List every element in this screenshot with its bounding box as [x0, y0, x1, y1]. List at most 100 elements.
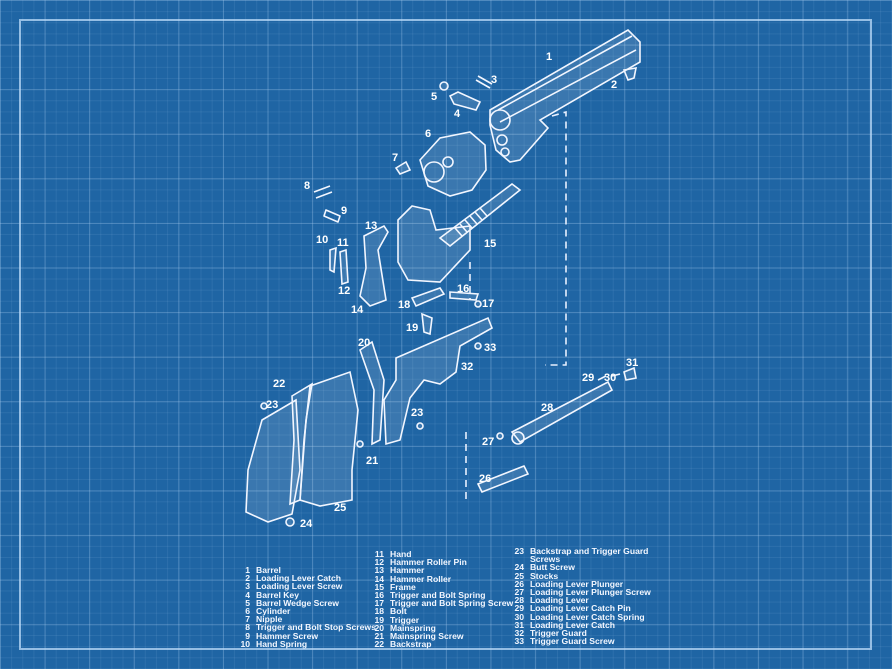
legend-item-number: 13 — [374, 565, 384, 576]
legend-item-label: Trigger Guard — [530, 628, 587, 639]
callout: 27 — [482, 436, 494, 448]
legend-item-number: 8 — [245, 622, 250, 633]
legend-item-number: 19 — [374, 614, 384, 625]
legend-item-label: Loading Lever Catch Pin — [530, 603, 631, 614]
legend-item-number: 5 — [245, 597, 250, 608]
legend-item-number: 20 — [374, 622, 384, 633]
legend-item: 16 Trigger and Bolt Spring — [370, 590, 513, 601]
part-barrel-wedge-screw — [439, 81, 449, 91]
legend-item-label: Loading Lever — [530, 595, 589, 606]
legend-item-number: 18 — [374, 606, 384, 617]
legend-item-number: 25 — [514, 570, 524, 581]
callout: 30 — [604, 372, 616, 384]
part-plunger-screw — [496, 432, 504, 440]
part-butt-screw — [285, 517, 295, 527]
legend-item-label: Loading Lever Plunger Screw — [530, 587, 651, 598]
legend-item-number: 28 — [514, 595, 524, 606]
part-loading-lever-screw — [475, 75, 493, 89]
part-frame-arbor — [438, 183, 522, 248]
legend-item-number: 30 — [514, 611, 524, 622]
callout: 18 — [398, 299, 410, 311]
part-hammer-screw — [323, 209, 341, 223]
legend-item-label: Loading Lever Catch — [530, 619, 615, 630]
legend-item-number: 26 — [514, 578, 524, 589]
blueprint-border — [19, 19, 872, 650]
part-barrel — [489, 28, 641, 163]
part-trigger-guard-screw — [474, 342, 482, 350]
legend-item-number: 16 — [374, 590, 384, 601]
part-mainspring — [359, 340, 385, 446]
legend-item-label: Barrel Wedge Screw — [256, 597, 339, 608]
callout: 1 — [546, 51, 552, 63]
part-catch-pin — [597, 375, 607, 381]
legend-item-label: Hammer Screw — [256, 630, 319, 641]
callout: 22 — [273, 378, 285, 390]
callout: 12 — [338, 285, 350, 297]
part-bolt — [410, 287, 446, 308]
legend-item-number: 10 — [240, 638, 250, 649]
legend-item-number: 29 — [514, 603, 524, 614]
legend-item: Screws — [510, 554, 651, 565]
legend-item-number: 23 — [514, 546, 524, 556]
part-trigger-guard — [383, 316, 494, 446]
legend-item: 9 Hammer Screw — [236, 630, 376, 641]
part-nipple — [394, 160, 412, 175]
legend-item-number: 11 — [374, 549, 384, 559]
legend-item-label: Hand Spring — [256, 638, 308, 649]
part-spring-screw — [474, 300, 482, 308]
callout: 11 — [337, 237, 349, 249]
legend-item-label: Nipple — [256, 614, 283, 625]
part-barrel-key — [448, 91, 482, 111]
part-cylinder — [419, 131, 487, 197]
callout: 3 — [491, 74, 497, 86]
legend-item: 11 Hand — [370, 549, 513, 559]
part-loading-lever-catch-31 — [623, 366, 637, 381]
legend-item-number: 15 — [374, 581, 384, 592]
legend-item-number: 6 — [245, 606, 250, 617]
legend-item-label: Loading Lever Catch Spring — [530, 611, 645, 622]
callout: 29 — [582, 372, 594, 384]
legend-item-label: Mainspring — [390, 622, 436, 633]
legend-item-label: Cylinder — [256, 606, 291, 617]
legend-item-label: Bolt — [390, 606, 407, 617]
legend-item-number: 9 — [245, 630, 250, 641]
legend-item-number: 3 — [245, 581, 250, 592]
legend-item-number: 2 — [245, 573, 250, 584]
part-loading-lever — [510, 380, 614, 444]
legend-item-number: 1 — [245, 565, 250, 575]
legend-item-number: 17 — [374, 598, 384, 609]
legend-item-label: Stocks — [530, 570, 559, 581]
part-hand-spring — [329, 246, 337, 274]
callout: 13 — [365, 220, 377, 232]
legend-item-label: Trigger and Bolt Spring — [390, 590, 486, 601]
part-trigger-bolt-spring — [449, 291, 480, 301]
legend-item-label: Hand — [390, 549, 412, 559]
callout: 33 — [484, 342, 496, 354]
callout: 2 — [611, 79, 617, 91]
legend-item-label: Screws — [530, 554, 561, 565]
callout: 9 — [341, 205, 347, 217]
callout: 23 — [411, 407, 423, 419]
callout: 19 — [406, 322, 418, 334]
callout: 10 — [316, 234, 328, 246]
legend-item-label: Trigger Guard Screw — [530, 636, 615, 647]
assembly-line — [545, 110, 567, 366]
callout: 25 — [334, 502, 346, 514]
legend-item: 29 Loading Lever Catch Pin — [510, 603, 651, 614]
legend-item-number: 21 — [374, 631, 384, 642]
legend-item: 21 Mainspring Screw — [370, 631, 513, 642]
legend-item-label: Mainspring Screw — [390, 631, 464, 642]
legend-item-number: 4 — [245, 589, 250, 600]
legend-item-label: Butt Screw — [530, 562, 575, 573]
